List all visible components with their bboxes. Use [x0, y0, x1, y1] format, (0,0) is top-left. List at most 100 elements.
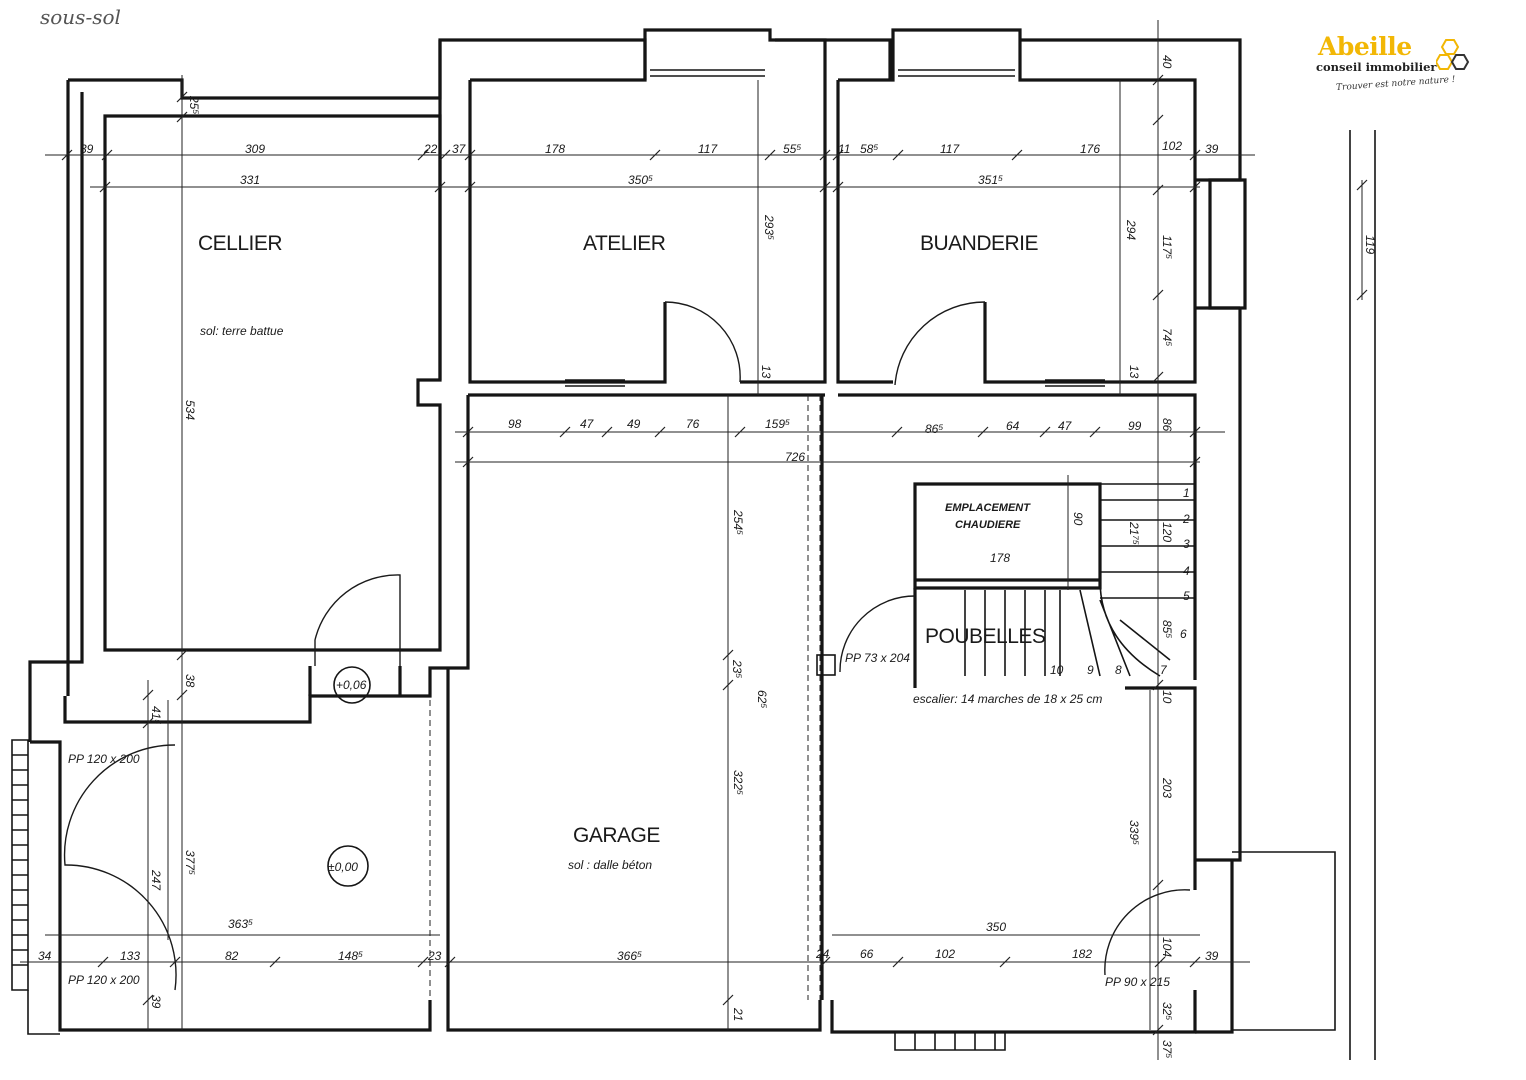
door-label-pp-right: PP 90 x 215	[1105, 975, 1170, 989]
dim-label: 86⁵	[925, 422, 943, 436]
dim-label: 62⁵	[755, 690, 769, 708]
dim-label: 98	[508, 417, 522, 431]
dim-label: 37	[452, 142, 467, 156]
stair-step-numbers: 1 2 3 4 5 6 7 8 9 10	[1050, 486, 1190, 677]
door-swings	[63, 301, 1191, 991]
dim-label: 148⁵	[338, 949, 363, 963]
dim-label: 120	[1160, 522, 1174, 542]
dim-label: 22	[423, 142, 438, 156]
dim-label: 74⁵	[1160, 328, 1174, 346]
dim-label: 86	[1160, 418, 1174, 432]
stair-step: 10	[1050, 663, 1064, 677]
walls	[11, 28, 1376, 1060]
dim-label: 23⁵	[730, 659, 744, 678]
dim-label: 55⁵	[783, 142, 801, 156]
dim-label: 85⁵	[1160, 620, 1174, 638]
room-buanderie: BUANDERIE	[920, 232, 1039, 255]
door-label-pp-top-left: PP 120 x 200	[68, 752, 140, 766]
dim-label: 254⁵	[731, 509, 745, 535]
room-atelier: ATELIER	[583, 232, 666, 255]
handwritten-label: sous-sol	[40, 5, 121, 29]
dim-label: 21⁷⁵	[1127, 521, 1141, 545]
dim-label: 102	[1162, 139, 1182, 153]
dim-label: 11	[838, 142, 850, 156]
dim-label: 203	[1160, 777, 1174, 798]
level-cellier-door: +0,06	[336, 678, 367, 692]
dim-label: 247	[149, 869, 163, 891]
dim-label: 66	[860, 947, 874, 961]
dim-label: 726	[785, 450, 805, 464]
level-markers: +0,06 ±0,00	[327, 666, 371, 887]
dim-label: 178	[990, 551, 1010, 565]
dim-label: 90	[1071, 512, 1085, 526]
stair-step: 3	[1183, 537, 1190, 551]
dim-label: 339⁵	[1127, 820, 1141, 845]
logo-tagline: conseil immobilier	[1316, 60, 1437, 74]
dim-label: 47	[1058, 419, 1073, 433]
door-label-pp-bottom-left: PP 120 x 200	[68, 973, 140, 987]
dim-label: 117	[698, 142, 718, 156]
dimension-lines	[20, 20, 1368, 1060]
dim-label: 117	[940, 142, 960, 156]
dim-label: 13	[759, 365, 773, 379]
dim-label: 23	[427, 949, 442, 963]
room-garage-floor: sol : dalle béton	[568, 858, 652, 872]
dim-label: 99	[1128, 419, 1142, 433]
dim-label: 178	[545, 142, 565, 156]
dim-label: 117⁵	[1160, 235, 1174, 259]
dim-label: 159⁵	[765, 417, 790, 431]
room-cellier: CELLIER	[198, 232, 282, 255]
dim-label: 82	[225, 949, 239, 963]
dim-label: 58⁵	[860, 142, 878, 156]
dim-label: 39	[149, 995, 163, 1009]
dim-label: 182	[1072, 947, 1092, 961]
dim-label: 25⁵	[187, 95, 201, 114]
dim-label: 21	[731, 1007, 745, 1021]
dim-label: 331	[240, 173, 260, 187]
honeycomb-icon	[1436, 39, 1470, 70]
room-labels: CELLIER sol: terre battue ATELIER BUANDE…	[198, 232, 1046, 872]
room-cellier-floor: sol: terre battue	[200, 324, 284, 338]
dim-label: 64	[1006, 419, 1020, 433]
dim-label: 176	[1080, 142, 1100, 156]
dim-label: 309	[245, 142, 265, 156]
dim-label: 76	[686, 417, 700, 431]
dim-label: 41⁵	[149, 706, 163, 724]
room-poubelles: POUBELLES	[925, 625, 1046, 648]
dimension-values: 39 309 22 37 178 117 55⁵ 11 58⁵ 117 176 …	[38, 55, 1377, 1058]
door-labels: PP 120 x 200 PP 120 x 200 PP 73 x 204 PP…	[68, 651, 1170, 989]
stair-step: 1	[1183, 486, 1190, 500]
dim-label: 350	[986, 920, 1006, 934]
stair-note: escalier: 14 marches de 18 x 25 cm	[913, 692, 1102, 706]
stair-step: 2	[1182, 512, 1190, 526]
dim-label: 293⁵	[762, 214, 776, 240]
stair-step: 4	[1183, 564, 1190, 578]
stair-step: 9	[1087, 663, 1094, 677]
dim-label: 294	[1124, 219, 1138, 240]
chaudiere-line2: CHAUDIERE	[955, 519, 1021, 531]
stair-step: 6	[1180, 627, 1187, 641]
agency-logo: Abeille conseil immobilier Trouver est n…	[1308, 30, 1488, 100]
dim-label: 39	[1205, 949, 1219, 963]
dim-label: 49	[627, 417, 641, 431]
level-entry: ±0,00	[328, 860, 358, 874]
dim-label: 40	[1160, 55, 1174, 69]
dim-label: 119	[1363, 235, 1377, 254]
dim-label: 377⁵	[183, 850, 197, 875]
dim-label: 322⁵	[731, 770, 745, 795]
dim-label: 34	[38, 949, 52, 963]
dim-label: 32⁵	[1160, 1002, 1174, 1020]
room-garage: GARAGE	[573, 824, 660, 847]
logo-slogan: Trouver est notre nature !	[1335, 74, 1456, 94]
dim-label: 366⁵	[617, 949, 642, 963]
dim-label: 104	[1160, 937, 1174, 957]
dim-label: 350⁵	[628, 173, 653, 187]
dim-label: 24	[815, 947, 830, 961]
stair-step: 7	[1160, 663, 1168, 677]
dim-label: 38	[183, 674, 197, 688]
dim-label: 534	[183, 400, 197, 420]
chaudiere-line1: EMPLACEMENT	[945, 502, 1031, 514]
dim-label: 10	[1160, 690, 1174, 704]
dim-label: 39	[80, 142, 94, 156]
